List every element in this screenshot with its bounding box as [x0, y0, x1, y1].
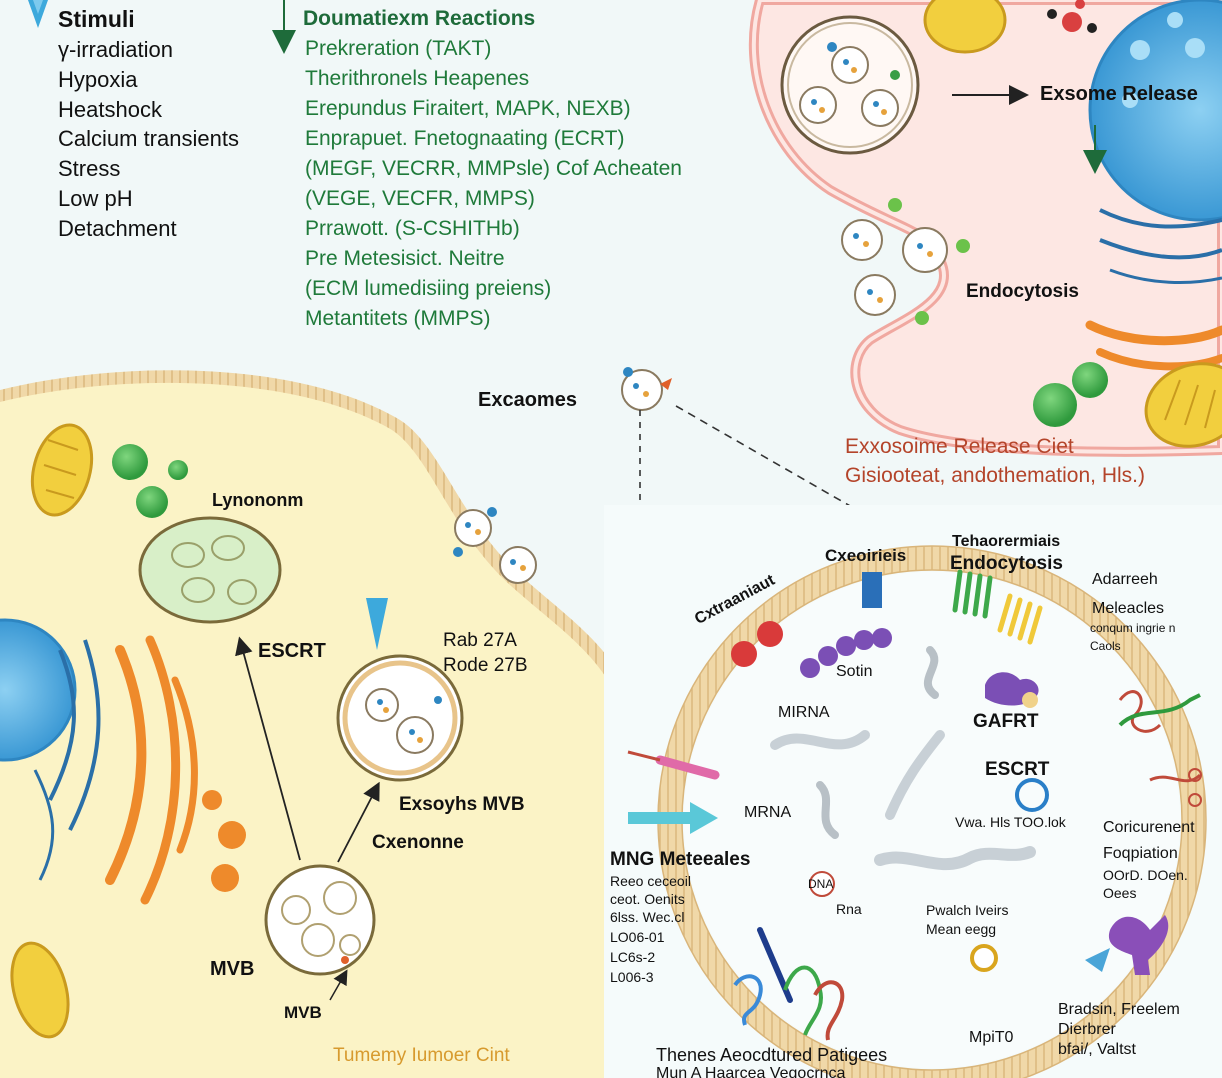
mhc-item-label: LC6s-2 — [610, 949, 656, 965]
vna-label: Vwa. Hls TOO.lok — [955, 814, 1066, 830]
mvb-label-small: MVB — [284, 1003, 322, 1022]
exocytosis-arrow-icon — [366, 598, 388, 650]
protein-label: Mean eegg — [926, 921, 997, 937]
reaction-item: (MEGF, VECRR, MMPsle) Cof Acheaten — [305, 157, 682, 180]
exosome-release-label: Exsome Release — [1040, 83, 1198, 105]
adhesion-label: Adarreeh — [1092, 571, 1158, 588]
mrna-label: MRNA — [744, 804, 792, 821]
mhc-item-label: Reeo ceceoil — [610, 873, 691, 889]
reaction-item: (VEGE, VECFR, MMPS) — [305, 187, 535, 210]
mhc-item-label: ceot. Oenits — [610, 891, 685, 907]
reaction-item: Erepundus Firaitert, MAPK, NEXB) — [305, 97, 631, 120]
stimuli-item: γ-irradiation — [58, 37, 173, 62]
rab27b-label: Rode 27B — [443, 655, 528, 676]
lysosome-label: Lynononm — [212, 490, 304, 510]
stimuli-item: Heatshock — [58, 97, 162, 122]
tumor-cell — [0, 370, 643, 1078]
tumor-cell-caption: Tumemy Iumoer Cint — [333, 1045, 510, 1066]
mpito-label: MpiT0 — [969, 1029, 1014, 1046]
sotin-label: Sotin — [836, 663, 873, 680]
release-cite-line1: Exxosoime Release Ciet — [845, 435, 1074, 458]
stimuli-item: Low pH — [58, 186, 133, 211]
exosomes-label: Excaomes — [478, 389, 577, 411]
antigens-sub-label: Mun A Haarcea Vegocrnca — [656, 1065, 846, 1078]
protein-label: Pwalch Iveirs — [926, 902, 1009, 918]
concurrent-label: Oees — [1103, 885, 1137, 901]
exocytosis-mvb-label: Exsoyhs MVB — [399, 794, 525, 815]
reaction-item: Pre Metesisict. Neitre — [305, 247, 505, 270]
stimuli-item: Calcium transients — [58, 126, 239, 151]
molecules-sub-label: Caols — [1090, 639, 1121, 653]
cxenonne-label: Cxenonne — [372, 832, 464, 853]
dna-label: DNA — [808, 877, 834, 891]
mhc-title-label: MNG Meteeales — [610, 849, 751, 870]
recipient-cell — [748, 0, 1222, 457]
reaction-item: Prekreration (TAKT) — [305, 37, 492, 60]
rna-label: Rna — [836, 901, 862, 917]
endocytosis-label: Endocytosis — [966, 281, 1079, 302]
release-cite-line2: Gisiooteat, andothemation, Hls.) — [845, 464, 1145, 487]
stimuli-item: Hypoxia — [58, 67, 138, 92]
gafrt-label: GAFRT — [973, 711, 1039, 732]
reaction-item: Prrawott. (S-CSHITHb) — [305, 217, 520, 240]
tetraspanin-endocytosis-label: Endocytosis — [950, 553, 1063, 574]
exosome-detail — [604, 505, 1222, 1078]
reaction-item: Enprapuet. Fnetognaating (ECRT) — [305, 127, 625, 150]
reaction-item: (ECM lumedisiing preiens) — [305, 277, 552, 300]
tumor-nucleus-icon — [0, 618, 77, 762]
concurrent-label: Foqpiation — [1103, 845, 1178, 862]
bradsin-label: Dierbrer — [1058, 1021, 1116, 1038]
molecules-sub-label: conqum ingrie n — [1090, 621, 1176, 635]
mhc-item-label: 6lss. Wec.cl — [610, 909, 685, 925]
reaction-item: Metantitets (MMPS) — [305, 307, 491, 330]
concurrent-label: OOrD. DOen. — [1103, 867, 1188, 883]
stimuli-title: Stimuli — [58, 6, 135, 32]
reactions-title: Doumatiexm Reactions — [303, 7, 536, 30]
bradsin-label: Bradsin, Freelem — [1058, 1001, 1180, 1018]
mhc-item-label: LO06-01 — [610, 929, 665, 945]
exosome-escrt-label: ESCRT — [985, 759, 1050, 780]
antigens-label: Thenes Aeocdtured Patigees — [656, 1045, 888, 1065]
cxeoirieis-label: Cxeoirieis — [825, 546, 907, 565]
stimuli-item: Detachment — [58, 216, 177, 241]
tetraspanin-label: Tehaorermiais — [952, 533, 1061, 550]
rab27a-label: Rab 27A — [443, 630, 517, 651]
concurrent-label: Coricurenent — [1103, 819, 1195, 836]
reaction-item: Therithronels Heapenes — [305, 67, 530, 90]
molecules-label: Meleacles — [1092, 600, 1165, 617]
free-exosome — [621, 367, 881, 652]
bradsin-label: bfai/, Valtst — [1058, 1041, 1136, 1058]
stimulus-arrow-icon — [28, 0, 48, 28]
mvb-label: MVB — [210, 958, 255, 980]
escrt-label: ESCRT — [258, 640, 326, 662]
mirna-label: MIRNA — [778, 704, 830, 721]
mhc-item-label: L006-3 — [610, 969, 654, 985]
stimuli-item: Stress — [58, 156, 121, 181]
